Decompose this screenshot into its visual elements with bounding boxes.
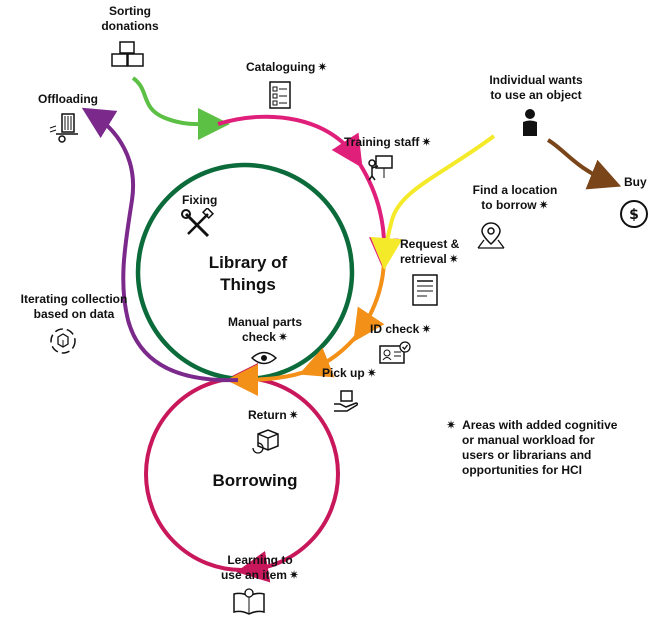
individual-arrow — [370, 134, 496, 270]
presentation-icon — [368, 155, 393, 181]
node-return: Return✷ — [248, 408, 299, 423]
training-staff-label: Training staff — [344, 135, 420, 149]
individual-line2: to use an object — [490, 88, 582, 102]
sorting-donations-line1: Sorting — [109, 4, 151, 18]
star-icon: ✷ — [448, 252, 459, 266]
offload-arrow — [81, 107, 239, 383]
node-sorting-donations: Sorting donations — [100, 4, 160, 34]
dollar-icon: $ — [620, 200, 648, 228]
catalogue-loop-arrow — [217, 114, 363, 169]
node-learning: Learning to use an item✷ — [210, 553, 310, 583]
manual-parts-line1: Manual parts — [227, 315, 302, 329]
star-icon: ✷ — [421, 135, 432, 149]
star-icon: ✷ — [288, 568, 300, 582]
learning-line1: Learning to — [227, 553, 293, 567]
cycle-box-icon — [50, 328, 76, 354]
idcheck-arrow — [298, 330, 362, 378]
legend-line4: opportunities for HCI — [462, 463, 582, 477]
tools-icon — [181, 208, 214, 238]
id-check-label: ID check — [370, 322, 420, 336]
node-training-staff: Training staff✷ — [344, 135, 431, 150]
node-buy: Buy — [624, 175, 647, 190]
star-icon: ✷ — [366, 366, 377, 380]
boxes-icon — [111, 41, 144, 67]
node-fixing: Fixing — [182, 193, 217, 208]
fixing-label: Fixing — [182, 193, 218, 207]
svg-text:$: $ — [629, 207, 639, 223]
legend-line1: Areas with added cognitive — [462, 418, 618, 432]
node-find-location: Find a location to borrow✷ — [455, 183, 575, 213]
library-title-line1: Library of — [208, 253, 288, 272]
legend-line3: users or librarians and — [462, 448, 592, 462]
buy-label: Buy — [624, 175, 647, 189]
find-location-line1: Find a location — [472, 183, 558, 197]
star-icon: ✷ — [277, 330, 289, 344]
node-request-retrieval: Request & retrieval✷ — [400, 237, 459, 267]
book-bulb-icon — [233, 588, 265, 615]
node-individual: Individual wants to use an object — [476, 73, 596, 103]
offloading-label: Offloading — [38, 92, 98, 106]
node-iterating: Iterating collection based on data — [14, 292, 134, 322]
star-icon: ✷ — [538, 198, 549, 212]
pick-up-label: Pick up — [322, 366, 365, 380]
node-offloading: Offloading — [38, 92, 98, 107]
iterating-line2: based on data — [33, 307, 115, 321]
sorting-donations-line2: donations — [101, 19, 159, 33]
location-pin-icon — [477, 222, 505, 249]
learning-line2: use an item — [220, 568, 287, 582]
cart-icon — [49, 113, 78, 143]
request-line1: Request & — [400, 237, 460, 251]
request-arrow — [353, 257, 386, 342]
return-box-icon — [252, 429, 279, 454]
checklist-icon — [269, 81, 291, 109]
legend: ✷ Areas with added cognitive or manual wo… — [444, 418, 617, 478]
find-location-line2: to borrow — [481, 198, 537, 212]
star-icon: ✷ — [317, 60, 328, 74]
form-icon — [412, 274, 438, 306]
library-title: Library of Things — [193, 252, 303, 296]
star-icon: ✷ — [288, 408, 299, 422]
legend-star-icon: ✷ — [446, 418, 457, 432]
request-line2: retrieval — [400, 252, 447, 266]
donations-arrow — [131, 76, 230, 141]
individual-line1: Individual wants — [489, 73, 583, 87]
node-id-check: ID check✷ — [370, 322, 431, 337]
return-label: Return — [248, 408, 287, 422]
borrowing-title: Borrowing — [200, 470, 310, 492]
buy-arrow — [546, 138, 622, 190]
library-title-line2: Things — [220, 275, 276, 294]
star-icon: ✷ — [421, 322, 432, 336]
borrowing-arrow-bottom — [236, 550, 271, 583]
iterating-line1: Iterating collection — [20, 292, 128, 306]
borrowing-title-text: Borrowing — [212, 471, 298, 490]
legend-line2: or manual workload for — [462, 433, 595, 447]
eye-icon — [251, 351, 277, 365]
pickup-arrow — [226, 363, 311, 396]
cataloguing-label: Cataloguing — [246, 60, 316, 74]
node-pick-up: Pick up✷ — [322, 366, 377, 381]
hand-box-icon — [334, 390, 359, 412]
id-card-icon — [379, 341, 411, 364]
node-cataloguing: Cataloguing✷ — [246, 60, 327, 75]
node-manual-parts: Manual parts check✷ — [220, 315, 310, 345]
person-icon — [523, 109, 537, 136]
manual-parts-line2: check — [241, 330, 276, 344]
